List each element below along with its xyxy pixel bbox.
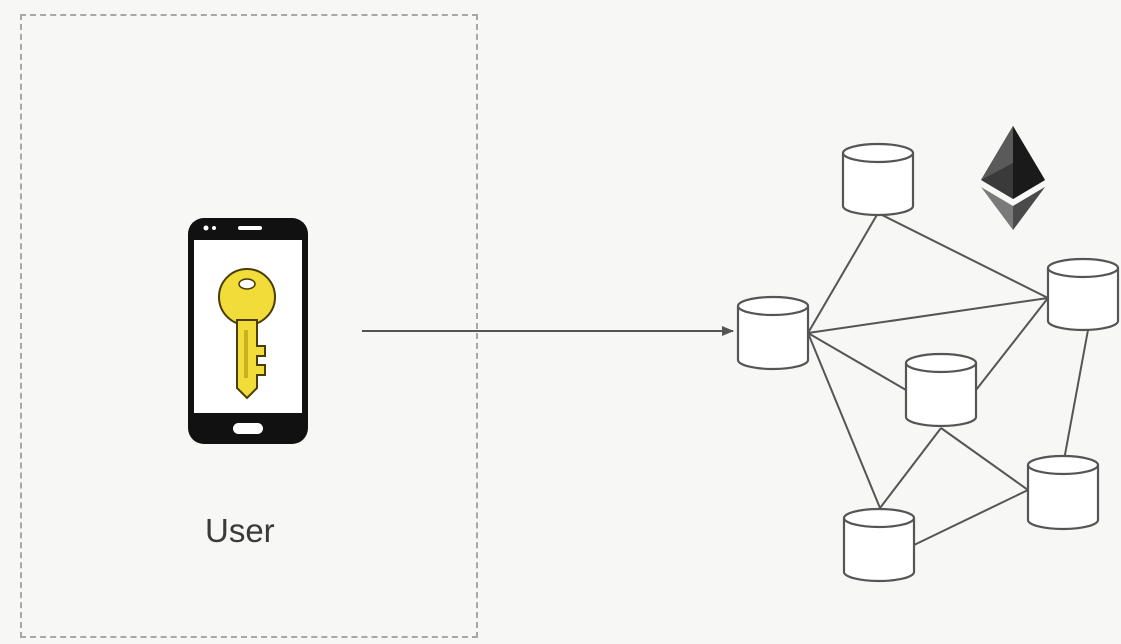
phone-with-key-icon [188, 218, 308, 444]
user-label: User [205, 512, 275, 549]
ethereum-icon [981, 126, 1045, 230]
key-icon [218, 268, 276, 400]
database-node-icon [842, 507, 916, 583]
database-node-icon [1046, 257, 1120, 332]
user-boundary-box [20, 14, 478, 638]
network-edges [807, 212, 1089, 546]
database-node-icon [841, 142, 915, 217]
database-node-icon [1026, 454, 1100, 531]
database-node-icon [904, 352, 978, 428]
database-node-icon [736, 295, 810, 371]
